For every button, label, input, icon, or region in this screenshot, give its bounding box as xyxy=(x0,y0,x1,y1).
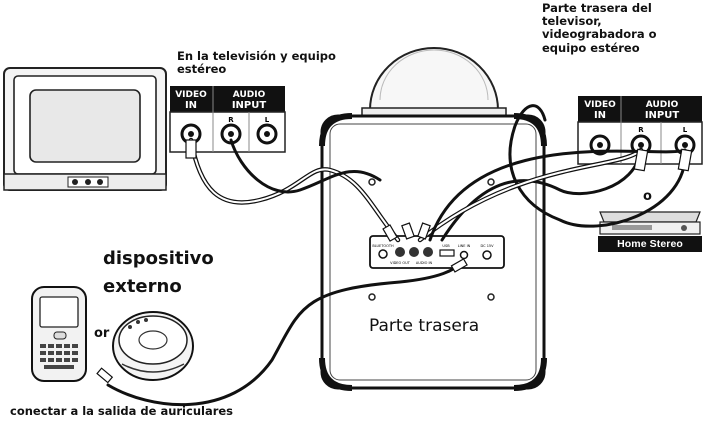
panel-right-r: R xyxy=(638,126,644,134)
port-line-label: LINE IN xyxy=(458,244,471,248)
portable-cd-player xyxy=(112,311,194,381)
port-usb-label: USB xyxy=(442,244,450,248)
port-video-label: VIDEO OUT xyxy=(390,261,411,265)
headphone-out-label: conectar a la salida de auriculares xyxy=(10,404,234,418)
panel-left-r: R xyxy=(228,116,234,124)
external-device-label: dispositivo externo xyxy=(103,248,214,297)
home-stereo-unit xyxy=(599,211,701,235)
tv-stereo-label: En la televisión y equipo estéreo xyxy=(177,49,336,77)
speaker-rear-panel: BLUETOOTH VIDEO OUT AUDIO IN USB LINE IN… xyxy=(369,235,505,269)
rear-label: Parte trasera xyxy=(369,316,480,336)
panel-right-l: L xyxy=(683,126,688,134)
smartphone xyxy=(31,286,87,382)
panel-right-video: VIDEO xyxy=(584,100,616,110)
port-audio-label: AUDIO IN xyxy=(416,261,433,265)
panel-right-input: INPUT xyxy=(645,110,680,121)
port-bluetooth-label: BLUETOOTH xyxy=(372,244,394,248)
panel-left-audio: AUDIO xyxy=(233,90,266,100)
panel-right-audio: AUDIO xyxy=(646,100,679,110)
panel-right-in: IN xyxy=(594,110,606,121)
panel-left-input: INPUT xyxy=(232,100,267,111)
panel-left-video: VIDEO xyxy=(175,90,207,100)
o-label: o xyxy=(643,189,652,204)
stereo-av-input-panel: VIDEO IN AUDIO INPUT R L xyxy=(577,96,703,165)
home-stereo-system-badge: Home Stereo System xyxy=(598,236,702,266)
karaoke-speaker xyxy=(319,47,547,391)
port-dc-label: DC 15V xyxy=(480,244,494,248)
panel-left-l: L xyxy=(265,116,270,124)
television xyxy=(3,67,167,191)
cables xyxy=(106,104,687,407)
cable-plugs xyxy=(96,139,693,384)
back-tv-label: Parte trasera del televisor, videograbad… xyxy=(542,1,657,55)
tv-av-input-panel: VIDEO IN AUDIO INPUT R L xyxy=(169,86,286,153)
or-label: or xyxy=(94,326,110,341)
panel-left-in: IN xyxy=(185,100,197,111)
